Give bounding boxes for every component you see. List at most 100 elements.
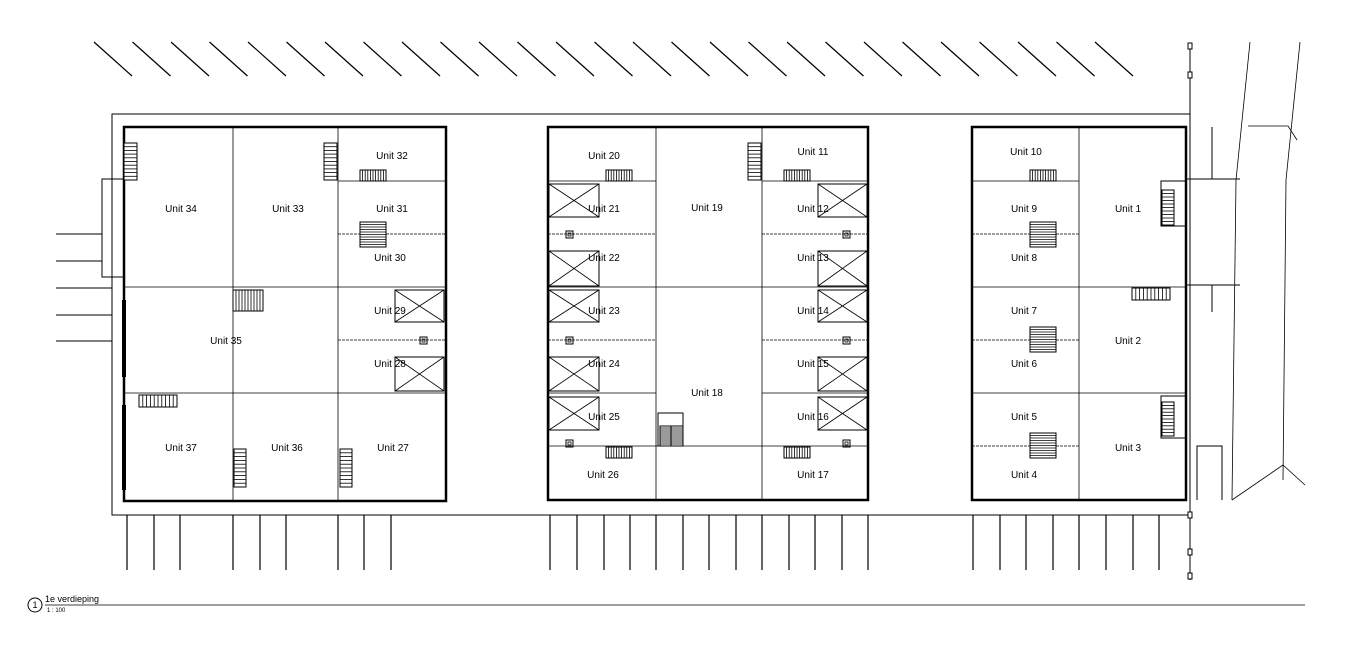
- void: [548, 396, 600, 431]
- stair: [1161, 401, 1175, 437]
- parking-stall-line: [671, 41, 710, 77]
- parking-stall-line: [517, 41, 556, 77]
- building-middle-outline: [546, 125, 870, 502]
- parking-stalls-bottom: [126, 515, 1160, 570]
- street-edge-right: [1231, 41, 1306, 501]
- parking-stall-line: [132, 41, 171, 77]
- unit-label-27: Unit 27: [377, 443, 409, 454]
- unit-label-3: Unit 3: [1115, 443, 1142, 454]
- parking-stall-line: [440, 41, 479, 77]
- unit-label-36: Unit 36: [271, 443, 303, 454]
- parking-stall-line: [1094, 41, 1134, 77]
- stair: [359, 169, 387, 182]
- title-number: 1: [32, 600, 37, 610]
- parking-stall-line: [902, 41, 941, 77]
- parking-stall-line: [1056, 41, 1095, 77]
- parking-stall-line: [401, 41, 441, 77]
- void: [394, 356, 445, 392]
- parking-stall-line: [363, 41, 402, 77]
- parking-stall-line: [93, 41, 133, 77]
- parking-stall-line: [940, 41, 980, 77]
- void: [817, 356, 868, 392]
- unit-label-34: Unit 34: [165, 204, 197, 215]
- unit-label-10: Unit 10: [1010, 147, 1042, 158]
- unit-label-25: Unit 25: [588, 412, 620, 423]
- unit-label-15: Unit 15: [797, 359, 829, 370]
- stair: [605, 446, 633, 459]
- column-marker: [842, 439, 851, 448]
- unit-label-26: Unit 26: [587, 470, 619, 481]
- column-marker: [565, 230, 574, 239]
- void: [548, 250, 600, 287]
- unit-label-22: Unit 22: [588, 253, 620, 264]
- unit-label-6: Unit 6: [1011, 359, 1038, 370]
- stair: [783, 446, 811, 459]
- void: [817, 250, 868, 287]
- stair: [1029, 326, 1057, 353]
- unit-label-1: Unit 1: [1115, 204, 1142, 215]
- stair: [138, 394, 178, 408]
- void: [548, 289, 600, 323]
- unit-label-21: Unit 21: [588, 204, 620, 215]
- building-right-walls: [972, 127, 1186, 500]
- stair: [747, 142, 762, 181]
- title-block: 1 1e verdieping 1 : 100: [27, 594, 1305, 614]
- unit-label-5: Unit 5: [1011, 412, 1038, 423]
- unit-label-30: Unit 30: [374, 253, 406, 264]
- building-right: [970, 45, 1240, 580]
- right-connectors: [1186, 127, 1240, 500]
- building-left-walls: [124, 127, 446, 501]
- unit-label-33: Unit 33: [272, 204, 304, 215]
- stair: [670, 425, 684, 447]
- entry-lines-left: [56, 233, 112, 342]
- unit-label-8: Unit 8: [1011, 253, 1038, 264]
- stair: [1161, 189, 1175, 226]
- column-marker: [565, 439, 574, 448]
- drawing-scale: 1 : 100: [47, 608, 66, 614]
- parking-stall-line: [632, 41, 672, 77]
- boundary-marker: [1187, 42, 1193, 50]
- building-left: [56, 125, 448, 503]
- void: [394, 289, 445, 323]
- stair: [783, 169, 811, 182]
- unit-label-19: Unit 19: [691, 203, 723, 214]
- stair: [1029, 432, 1057, 459]
- unit-label-20: Unit 20: [588, 151, 620, 162]
- stair: [1131, 287, 1171, 301]
- unit-label-37: Unit 37: [165, 443, 197, 454]
- unit-label-9: Unit 9: [1011, 204, 1038, 215]
- parking-stall-line: [709, 41, 749, 77]
- stair: [1029, 221, 1057, 248]
- unit-label-32: Unit 32: [376, 151, 408, 162]
- unit-label-31: Unit 31: [376, 204, 408, 215]
- stair: [359, 221, 387, 248]
- parking-stall-line: [286, 41, 325, 77]
- unit-label-28: Unit 28: [374, 359, 406, 370]
- parking-stall-line: [478, 41, 518, 77]
- boundary-marker: [1187, 572, 1193, 580]
- unit-label-29: Unit 29: [374, 306, 406, 317]
- unit-label-13: Unit 13: [797, 253, 829, 264]
- void: [817, 183, 868, 218]
- parking-stall-line: [786, 41, 826, 77]
- parking-stall-line: [863, 41, 903, 77]
- stair-landing: [1160, 395, 1187, 439]
- parking-stall-line: [555, 41, 595, 77]
- boundary-marker: [1187, 548, 1193, 556]
- stair-landing: [1160, 180, 1187, 227]
- parking-stall-line: [247, 41, 287, 77]
- stair: [323, 142, 338, 181]
- unit-label-4: Unit 4: [1011, 470, 1038, 481]
- stair: [605, 169, 633, 182]
- entry-canopy-left: [101, 178, 124, 278]
- parking-stall-line: [979, 41, 1018, 77]
- parking-stall-line: [324, 41, 364, 77]
- stair: [233, 448, 247, 488]
- parking-stall-line: [825, 41, 864, 77]
- title-number-circle: [27, 597, 43, 613]
- parking-stall-line: [209, 41, 248, 77]
- parking-stalls-top: [93, 41, 1134, 77]
- void: [817, 289, 868, 323]
- stair-and-void-details: [123, 42, 1193, 580]
